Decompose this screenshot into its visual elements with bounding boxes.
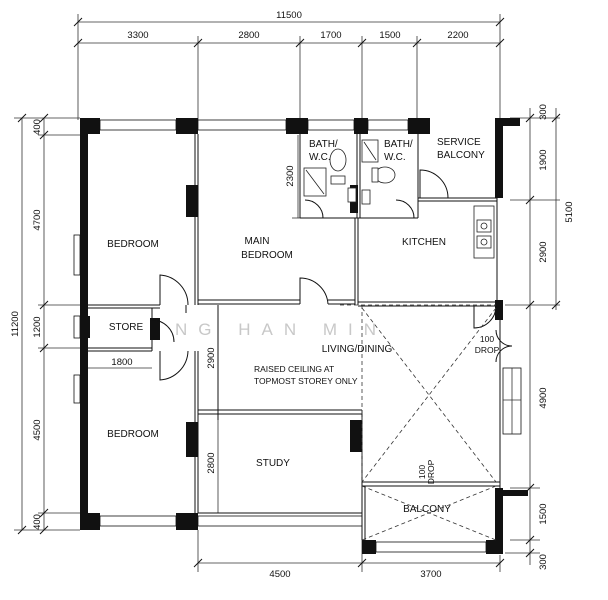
- left-dim-1: 400: [32, 119, 43, 135]
- left-dim-2: 4700: [32, 209, 43, 230]
- dimension-lines: [14, 14, 561, 572]
- kitchen-fixtures: [473, 205, 495, 259]
- store-label: STORE: [109, 322, 144, 333]
- right-dim-1: 300: [538, 104, 549, 120]
- bath1-label-line2: W.C.: [309, 152, 331, 163]
- bath-dim: 2300: [285, 165, 296, 186]
- living-dim: 2900: [206, 347, 217, 368]
- main-bedroom-label-line1: MAIN: [245, 236, 270, 247]
- drop-1-label: DROP: [475, 345, 500, 355]
- right-dim-2: 1900: [538, 149, 549, 170]
- drop-1-value: 100: [480, 334, 494, 344]
- room-labels: BEDROOM MAIN BEDROOM BATH/ W.C. BATH/ W.…: [107, 137, 485, 515]
- notes: RAISED CEILING AT TOPMOST STOREY ONLY 10…: [254, 334, 500, 484]
- study-label: STUDY: [256, 458, 290, 469]
- bottom-dim-1: 4500: [269, 569, 290, 580]
- left-dim-3: 1200: [32, 316, 43, 337]
- bath1-label-line1: BATH/: [309, 139, 338, 150]
- bath2-label-line1: BATH/: [384, 139, 413, 150]
- service-balcony-label-line1: SERVICE: [437, 137, 481, 148]
- top-dim-3: 1700: [320, 30, 341, 41]
- study-dim: 2800: [206, 452, 217, 473]
- watermark: NG HAN MIN: [175, 320, 387, 339]
- right-dim-4: 2900: [538, 241, 549, 262]
- service-balcony-label-line2: BALCONY: [437, 150, 485, 161]
- raised-ceiling-note-line2: TOPMOST STOREY ONLY: [254, 376, 358, 386]
- left-dim-5: 400: [32, 514, 43, 530]
- partitions: [88, 134, 500, 540]
- living-dining-label: LIVING/DINING: [322, 344, 393, 355]
- drop-2-value: 100: [417, 465, 427, 479]
- drop-2-label: DROP: [426, 459, 436, 484]
- bedroom-bottom-label: BEDROOM: [107, 429, 159, 440]
- dimension-labels: 11500 3300 2800 1700 1500 2200 11200 400…: [10, 10, 575, 580]
- right-dim-5: 4900: [538, 387, 549, 408]
- ceiling-lines: [340, 304, 497, 541]
- top-dim-1: 3300: [127, 30, 148, 41]
- right-dim-6: 1500: [538, 503, 549, 524]
- doors: [151, 169, 513, 381]
- bottom-dim-2: 3700: [420, 569, 441, 580]
- right-dim-3: 5100: [564, 201, 575, 222]
- bath2-label-line2: W.C.: [384, 152, 406, 163]
- raised-ceiling-note-line1: RAISED CEILING AT: [254, 364, 334, 374]
- bathroom-fixtures: [303, 139, 396, 205]
- left-dim-4: 4500: [32, 419, 43, 440]
- right-dim-7: 300: [538, 554, 549, 570]
- balcony-label: BALCONY: [403, 504, 451, 515]
- top-dim-4: 1500: [379, 30, 400, 41]
- store-width-dim: 1800: [111, 357, 132, 368]
- top-dim-5: 2200: [447, 30, 468, 41]
- top-dim-2: 2800: [238, 30, 259, 41]
- overall-width-label: 11500: [276, 10, 302, 21]
- bedroom-top-label: BEDROOM: [107, 239, 159, 250]
- kitchen-label: KITCHEN: [402, 237, 446, 248]
- main-bedroom-label-line2: BEDROOM: [241, 250, 293, 261]
- overall-height-label: 11200: [10, 311, 21, 337]
